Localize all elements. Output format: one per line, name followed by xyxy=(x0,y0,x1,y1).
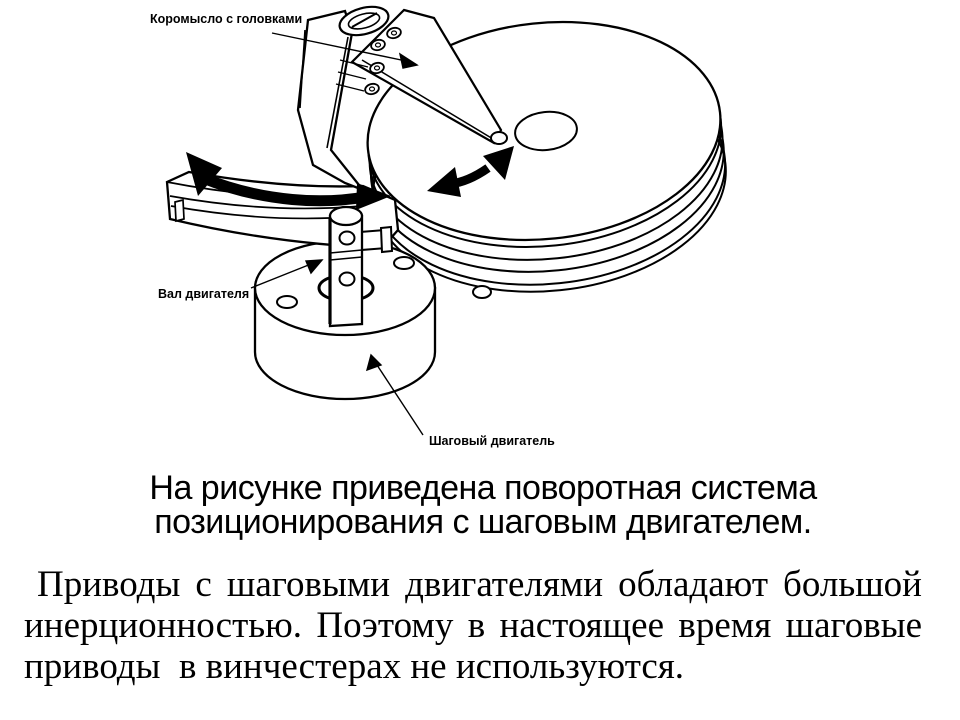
swing-arrow-band xyxy=(200,172,366,207)
swing-arrow-head-right xyxy=(356,183,391,210)
swing-arm-slot xyxy=(174,198,185,223)
caption-title: На рисунке приведена поворотная система … xyxy=(63,471,903,539)
para-line-1: Приводы с шаговыми двигателями обладают … xyxy=(37,564,922,605)
motor-shaft xyxy=(328,205,364,328)
leader-arrow-rocker xyxy=(271,32,407,62)
leader-arrow-shaft xyxy=(250,263,312,289)
para-line-3: приводы в винчестерах не используются. xyxy=(24,646,685,687)
head-arm-edge xyxy=(361,59,494,140)
rocker-inner-edge xyxy=(299,29,306,109)
clamp-plate xyxy=(379,225,394,254)
shaft-hole xyxy=(338,271,356,287)
shaft-collar xyxy=(329,249,363,254)
para-line-2: инерционностью. Поэтому в настоящее врем… xyxy=(24,605,922,646)
head-swing-arrow-head-left xyxy=(427,167,461,197)
leader-arrows xyxy=(250,32,424,436)
hdd-diagram: Коромысло с головками Вал двигателя Шаго… xyxy=(150,5,727,448)
motor-screw-hole xyxy=(393,256,415,270)
head-tip xyxy=(490,131,508,145)
shaft-hole xyxy=(338,230,356,246)
swing-arrow xyxy=(186,152,391,210)
spring-contacts xyxy=(335,59,369,92)
spindle-hole xyxy=(514,110,578,152)
body-paragraph: Приводы с шаговыми двигателями обладают … xyxy=(24,564,922,687)
caption-line-1: На рисунке приведена поворотная система xyxy=(149,469,817,507)
pivot-bearing xyxy=(335,5,402,96)
swing-arrow-head-left xyxy=(186,152,222,196)
shaft-top-face xyxy=(328,205,364,227)
label-rocker: Коромысло с головками xyxy=(150,12,302,26)
label-motor: Шаговый двигатель xyxy=(429,434,555,448)
head-swing-arrow xyxy=(427,146,514,197)
shaft-clamp xyxy=(358,225,394,254)
rocker-body xyxy=(296,9,367,193)
rocker-arm xyxy=(296,9,367,193)
head-screws xyxy=(364,26,402,96)
motor-screw-hole xyxy=(276,295,298,309)
shaft-collar xyxy=(329,256,363,261)
caption-line-2: позиционирования с шаговым двигателем. xyxy=(154,503,812,541)
label-shaft: Вал двигателя xyxy=(158,287,249,301)
leader-arrow-motor xyxy=(376,364,424,436)
base-hole xyxy=(472,285,492,299)
rocker-inner-edge xyxy=(326,36,349,149)
bearing-slot xyxy=(351,12,378,28)
head-arm xyxy=(350,8,508,145)
head-swing-arrow-head-right xyxy=(483,146,514,180)
